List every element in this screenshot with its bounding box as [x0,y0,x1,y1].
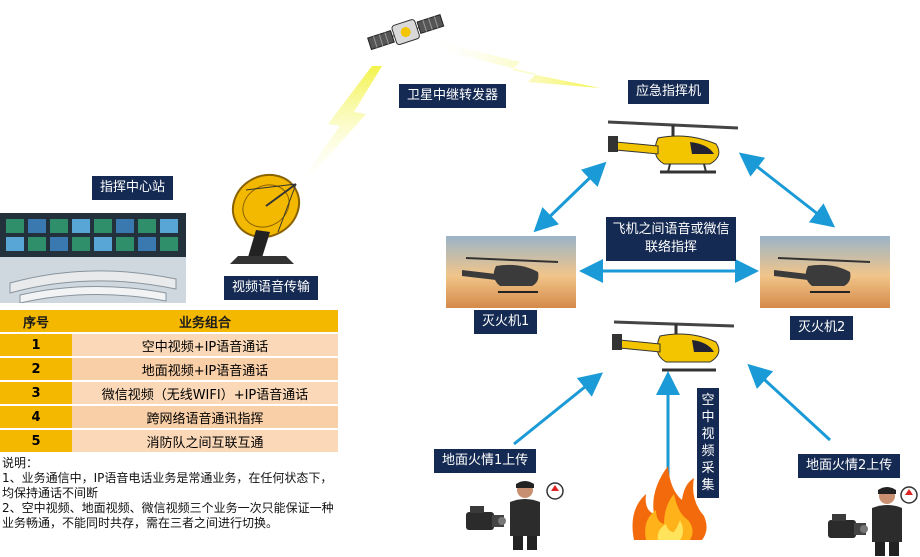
service-table: 序号 业务组合 1 空中视频+IP语音通话 2 地面视频+IP语音通话 3 微信… [0,308,338,454]
table-cell-desc: 消防队之间互联互通 [72,430,338,452]
firefighter-icon [872,487,902,556]
helicopter-icon [607,120,739,174]
video-voice-label: 视频语音传输 [224,276,319,300]
firefighter1-label: 灭火机1 [474,310,538,334]
table-cell-num: 4 [0,406,72,428]
fire-icon [632,466,707,540]
table-header-num: 序号 [0,310,72,332]
air-video-label: 空中视频采集 [697,388,719,498]
emergency-command-label: 应急指挥机 [628,80,710,104]
satellite-label: 卫星中继转发器 [399,84,507,108]
table-cell-desc: 空中视频+IP语音通话 [72,334,338,356]
note-line-2: 2、空中视频、地面视频、微信视频三个业务一次只能保证一种业务畅通，不能同时共存，… [2,501,334,530]
lightning-icon [300,42,600,182]
ground-fire1-label: 地面火情1上传 [434,449,537,473]
firefighter2-label: 灭火机2 [790,316,854,340]
table-cell-num: 3 [0,382,72,404]
table-row: 4 跨网络语音通讯指挥 [0,406,338,428]
table-cell-num: 5 [0,430,72,452]
satellite-icon [367,13,445,51]
command-center-image [0,213,186,303]
table-cell-desc: 微信视频（无线WIFI）+IP语音通话 [72,382,338,404]
firefighter2-image [760,236,890,308]
note-title: 说明： [2,456,39,470]
ground-fire2-label: 地面火情2上传 [798,454,901,478]
note-block: 说明： 1、业务通信中，IP语音电话业务是常通业务，在任何状态下，均保持通话不间… [2,456,342,531]
table-row: 2 地面视频+IP语音通话 [0,358,338,380]
firefighter-icon [510,481,540,550]
helicopter-icon [612,320,735,372]
fire-extinguisher-icon [900,486,918,504]
table-header-desc: 业务组合 [72,310,338,332]
fire-extinguisher-icon [546,482,564,500]
command-center-label: 指挥中心站 [92,176,174,200]
dish-antenna-icon [230,173,301,264]
table-row: 1 空中视频+IP语音通话 [0,334,338,356]
note-line-1: 1、业务通信中，IP语音电话业务是常通业务，在任何状态下，均保持通话不间断 [2,471,333,500]
table-cell-num: 1 [0,334,72,356]
camera-icon [466,506,506,530]
firefighter1-image [446,236,576,308]
camera-icon [828,514,868,538]
arrow-ground1-up [513,372,604,446]
table-cell-desc: 跨网络语音通讯指挥 [72,406,338,428]
table-cell-desc: 地面视频+IP语音通话 [72,358,338,380]
table-row: 5 消防队之间互联互通 [0,430,338,452]
table-header-row: 序号 业务组合 [0,310,338,332]
arrow-cmd-to-fire2 [738,152,836,228]
arrow-cmd-to-fire1 [533,161,607,233]
inter-aircraft-label: 飞机之间语音或微信联络指挥 [606,217,736,261]
table-cell-num: 2 [0,358,72,380]
table-row: 3 微信视频（无线WIFI）+IP语音通话 [0,382,338,404]
arrow-ground2-up [747,363,832,442]
